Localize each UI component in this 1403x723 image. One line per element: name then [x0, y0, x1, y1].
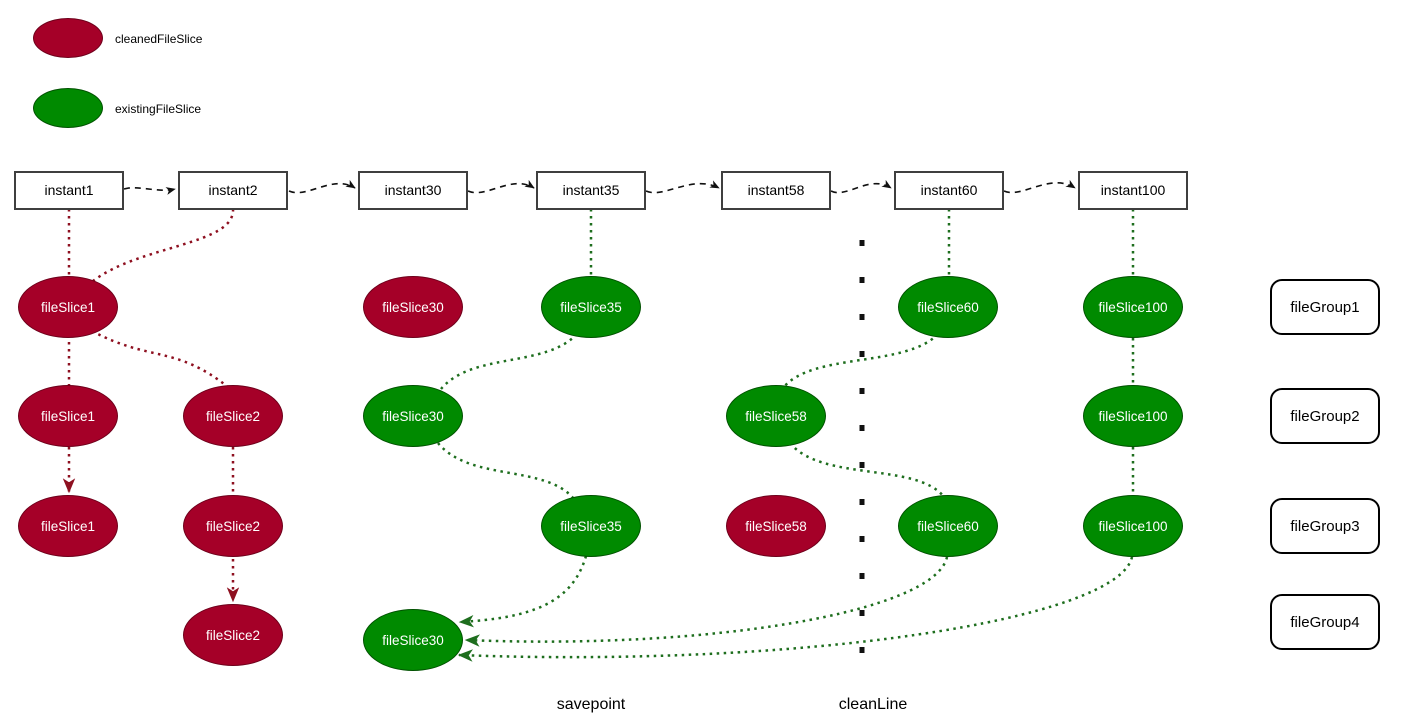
file-slice-node-fs60_r1: fileSlice60 [898, 276, 998, 338]
file-group-node-fileGroup3: fileGroup3 [1270, 498, 1380, 554]
file-slice-node-fs30_r4: fileSlice30 [363, 609, 463, 671]
connector-black [645, 180, 720, 194]
legend-label-cleaned: cleanedFileSlice [115, 32, 203, 46]
instant-node-instant1: instant1 [14, 170, 124, 210]
cleanline-label: cleanLine [838, 696, 908, 713]
legend-label-existing: existingFileSlice [115, 102, 202, 116]
file-slice-node-fs2_r4: fileSlice2 [183, 604, 283, 666]
legend-swatch-existing-file-slice [33, 88, 103, 128]
connector-green [437, 442, 575, 500]
connector-green [457, 556, 1134, 662]
savepoint-label: savepoint [556, 696, 626, 713]
file-slice-node-fs60_r3: fileSlice60 [898, 495, 998, 557]
connector-black [1003, 179, 1076, 194]
file-slice-node-fs35_r1: fileSlice35 [541, 276, 641, 338]
connector-black [288, 179, 356, 194]
instant-node-instant2: instant2 [178, 170, 288, 210]
connector-black [467, 179, 535, 194]
instant-node-instant35: instant35 [536, 170, 646, 210]
file-slice-node-fs1_r1: fileSlice1 [18, 276, 118, 338]
connector-black [830, 179, 892, 194]
file-slice-node-fs2_r3: fileSlice2 [183, 495, 283, 557]
connector-green [789, 442, 945, 498]
file-slice-node-fs58_r3: fileSlice58 [726, 495, 826, 557]
file-slice-node-fs30_r1: fileSlice30 [363, 276, 463, 338]
file-slice-node-fs58_r2: fileSlice58 [726, 385, 826, 447]
instant-node-instant30: instant30 [358, 170, 468, 210]
file-slice-node-fs1_r3: fileSlice1 [18, 495, 118, 557]
file-slice-node-fs30_r2: fileSlice30 [363, 385, 463, 447]
connector-black [123, 187, 176, 195]
file-slice-node-fs2_r2: fileSlice2 [183, 385, 283, 447]
connector-green [464, 556, 949, 647]
legend-swatch-cleaned-file-slice [33, 18, 103, 58]
file-group-node-fileGroup2: fileGroup2 [1270, 388, 1380, 444]
connector-green [458, 555, 588, 628]
connector-red [91, 329, 229, 388]
file-group-node-fileGroup4: fileGroup4 [1270, 594, 1380, 650]
instant-node-instant60: instant60 [894, 170, 1004, 210]
file-slice-node-fs35_r3: fileSlice35 [541, 495, 641, 557]
connector-green [440, 333, 578, 390]
connector-green [782, 333, 939, 389]
file-slice-node-fs100_r2: fileSlice100 [1083, 385, 1183, 447]
file-group-node-fileGroup1: fileGroup1 [1270, 279, 1380, 335]
instant-node-instant100: instant100 [1078, 170, 1188, 210]
file-slice-node-fs100_r3: fileSlice100 [1083, 495, 1183, 557]
connector-red [92, 208, 235, 282]
file-slice-node-fs100_r1: fileSlice100 [1083, 276, 1183, 338]
file-slice-node-fs1_r2: fileSlice1 [18, 385, 118, 447]
instant-node-instant58: instant58 [721, 170, 831, 210]
